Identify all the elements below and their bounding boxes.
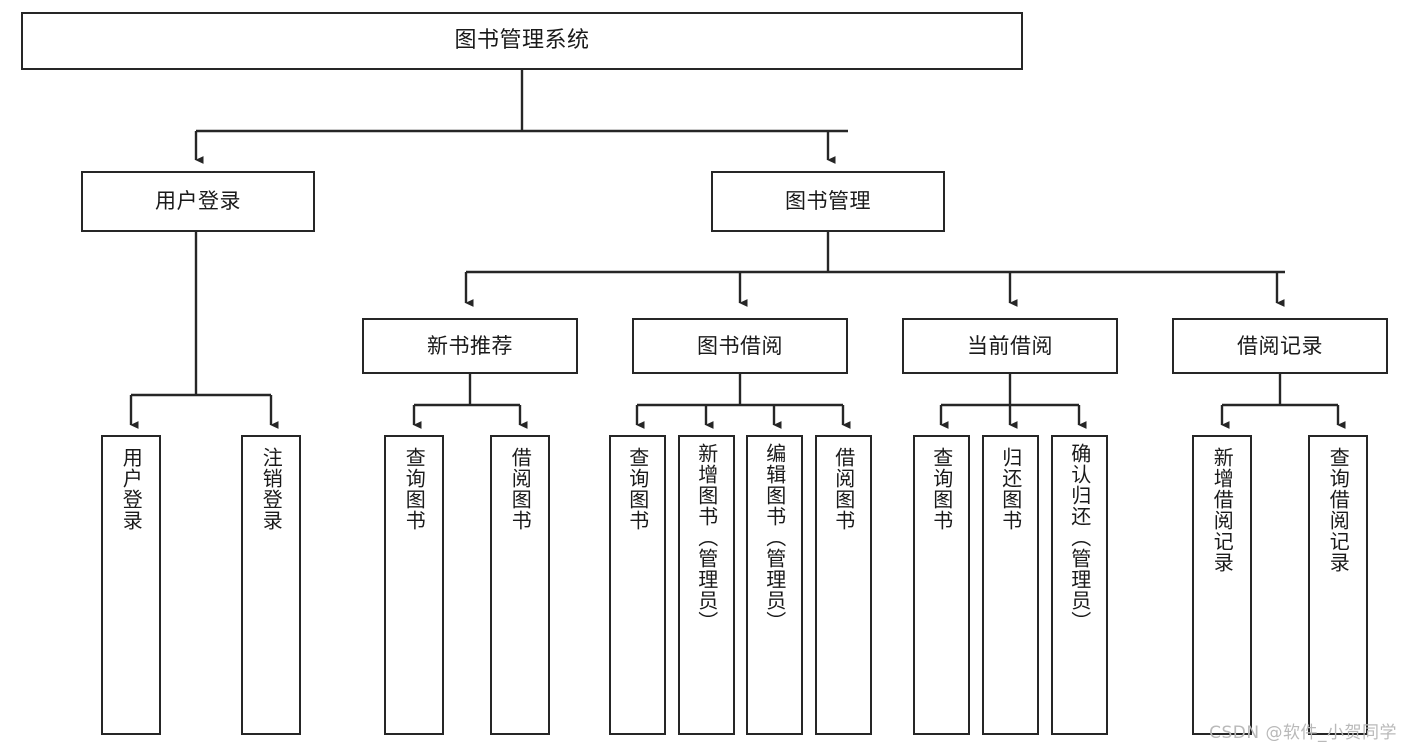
node-label: 查询图书 <box>929 447 954 531</box>
node-label: 新增图书（管理员） <box>694 443 719 632</box>
node-label: 查询图书 <box>625 447 650 531</box>
leaf-confirm-return-admin[interactable]: 确认归还（管理员） <box>1051 435 1108 735</box>
node-label: 确认归还（管理员） <box>1067 443 1092 632</box>
leaf-borrow-book[interactable]: 借阅图书 <box>815 435 872 735</box>
leaf-add-book-admin[interactable]: 新增图书（管理员） <box>678 435 735 735</box>
node-label: 用户登录 <box>155 189 241 214</box>
node-borrow-record[interactable]: 借阅记录 <box>1172 318 1388 374</box>
leaf-query-book-borrow[interactable]: 查询图书 <box>609 435 666 735</box>
node-label: 新书推荐 <box>427 333 513 358</box>
leaf-borrow-book-recommend[interactable]: 借阅图书 <box>490 435 550 735</box>
node-label: 图书管理系统 <box>454 28 590 54</box>
leaf-add-borrow-record[interactable]: 新增借阅记录 <box>1192 435 1252 735</box>
node-label: 当前借阅 <box>967 333 1053 358</box>
node-label: 图书管理 <box>785 189 871 214</box>
leaf-query-book-recommend[interactable]: 查询图书 <box>384 435 444 735</box>
leaf-query-borrow-record[interactable]: 查询借阅记录 <box>1308 435 1368 735</box>
leaf-logout[interactable]: 注销登录 <box>241 435 301 735</box>
leaf-edit-book-admin[interactable]: 编辑图书（管理员） <box>746 435 803 735</box>
node-label: 借阅记录 <box>1237 333 1323 358</box>
node-root-book-management-system[interactable]: 图书管理系统 <box>21 12 1023 70</box>
node-label: 查询图书 <box>402 447 427 531</box>
node-label: 编辑图书（管理员） <box>762 443 787 632</box>
leaf-return-book[interactable]: 归还图书 <box>982 435 1039 735</box>
leaf-query-book-current[interactable]: 查询图书 <box>913 435 970 735</box>
node-book-management[interactable]: 图书管理 <box>711 171 945 232</box>
node-user-login[interactable]: 用户登录 <box>81 171 315 232</box>
node-label: 查询借阅记录 <box>1326 447 1351 573</box>
node-label: 注销登录 <box>259 447 284 531</box>
node-label: 用户登录 <box>119 447 144 531</box>
node-label: 新增借阅记录 <box>1210 447 1235 573</box>
node-current-borrow[interactable]: 当前借阅 <box>902 318 1118 374</box>
node-label: 借阅图书 <box>831 447 856 531</box>
node-label: 图书借阅 <box>697 333 783 358</box>
leaf-user-login[interactable]: 用户登录 <box>101 435 161 735</box>
node-label: 借阅图书 <box>508 447 533 531</box>
node-book-borrow[interactable]: 图书借阅 <box>632 318 848 374</box>
node-new-book-recommend[interactable]: 新书推荐 <box>362 318 578 374</box>
node-label: 归还图书 <box>998 447 1023 531</box>
